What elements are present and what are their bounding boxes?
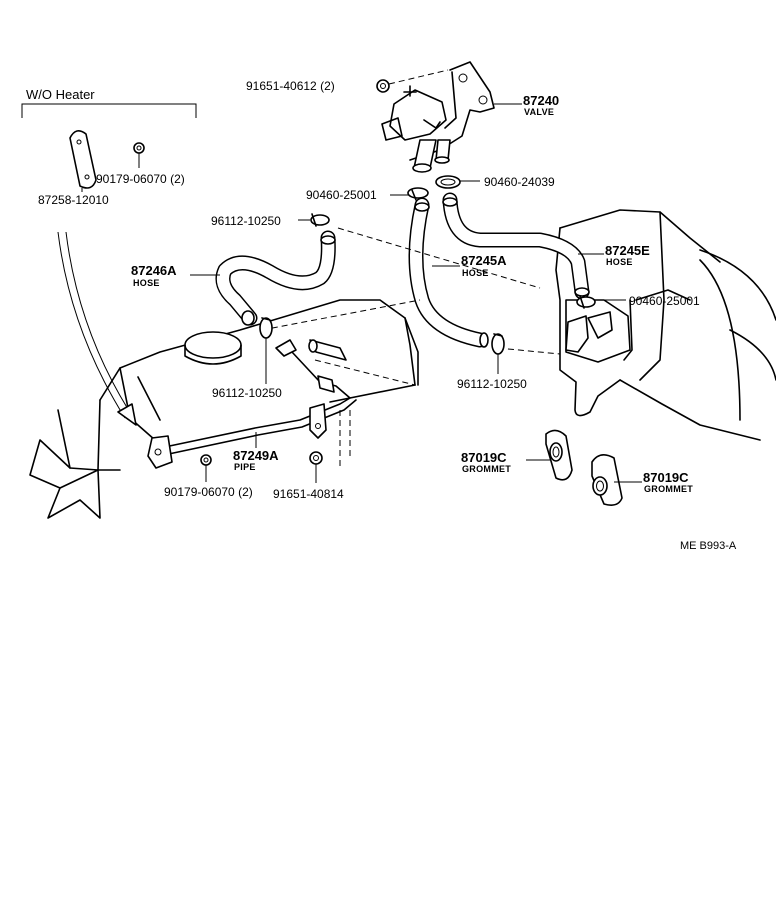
water-valve xyxy=(381,61,495,173)
pipe-number: 87249A xyxy=(233,448,279,463)
grommet-2-number: 87019C xyxy=(643,470,689,485)
pipe-nut-icon xyxy=(309,451,323,465)
grommet-1-number: 87019C xyxy=(461,450,507,465)
valve-name: VALVE xyxy=(524,107,554,117)
valve-left-clamp-icon xyxy=(407,187,429,201)
grommet-2-icon xyxy=(591,454,623,506)
pipe-name: PIPE xyxy=(234,462,256,472)
heater-clamp-label: 90460-25001 xyxy=(629,294,700,308)
grommet-1-name: GROMMET xyxy=(462,464,511,474)
valve-number: 87240 xyxy=(523,93,559,108)
valve-right-clamp-icon xyxy=(435,175,461,189)
grommet-2-name: GROMMET xyxy=(644,484,693,494)
valve-nut-label: 91651-40612 (2) xyxy=(246,79,335,93)
grommet-1-icon xyxy=(545,429,573,481)
hose-87246a xyxy=(215,230,336,326)
cover-bolt-icon xyxy=(133,142,145,154)
drawing-code: ME B993-A xyxy=(680,540,737,552)
pipe-nut-label: 91651-40814 xyxy=(273,487,344,501)
heater-clamp-icon xyxy=(576,295,596,309)
heater-housing xyxy=(555,209,776,441)
hose-b-bottom-clamp-icon xyxy=(491,333,505,355)
reference-arrow xyxy=(57,231,137,426)
engine-block xyxy=(97,299,419,471)
variant-bracket xyxy=(21,103,197,118)
variant-label: W/O Heater xyxy=(26,87,95,102)
hose-a-top-clamp-icon xyxy=(310,213,330,227)
hose-87245e xyxy=(442,192,590,300)
hose-b-bottom-clamp-label: 96112-10250 xyxy=(457,377,527,391)
valve-nut-icon xyxy=(376,79,390,93)
cooling-fan xyxy=(29,409,101,519)
cover-plate xyxy=(69,130,97,189)
valve-right-clamp-label: 90460-24039 xyxy=(484,175,555,189)
pipe-87249a xyxy=(147,339,357,469)
hose-87246a-number: 87246A xyxy=(131,263,177,278)
cover-plate-label: 87258-12010 xyxy=(38,193,109,207)
hose-a-bottom-clamp-icon xyxy=(259,317,273,339)
hose-87245a-number: 87245A xyxy=(461,253,507,268)
pipe-bolt-label: 90179-06070 (2) xyxy=(164,485,253,499)
hose-87245e-number: 87245E xyxy=(605,243,650,258)
hose-87245e-name: HOSE xyxy=(606,257,633,267)
pipe-bolt-icon xyxy=(200,454,212,466)
hose-87245a-name: HOSE xyxy=(462,268,489,278)
cover-bolt-label: 90179-06070 (2) xyxy=(96,172,185,186)
hose-87245a xyxy=(408,197,489,348)
hose-a-bottom-clamp-label: 96112-10250 xyxy=(212,386,282,400)
valve-left-clamp-label: 90460-25001 xyxy=(306,188,377,202)
hose-87246a-name: HOSE xyxy=(133,278,160,288)
hose-a-top-clamp-label: 96112-10250 xyxy=(211,214,281,228)
